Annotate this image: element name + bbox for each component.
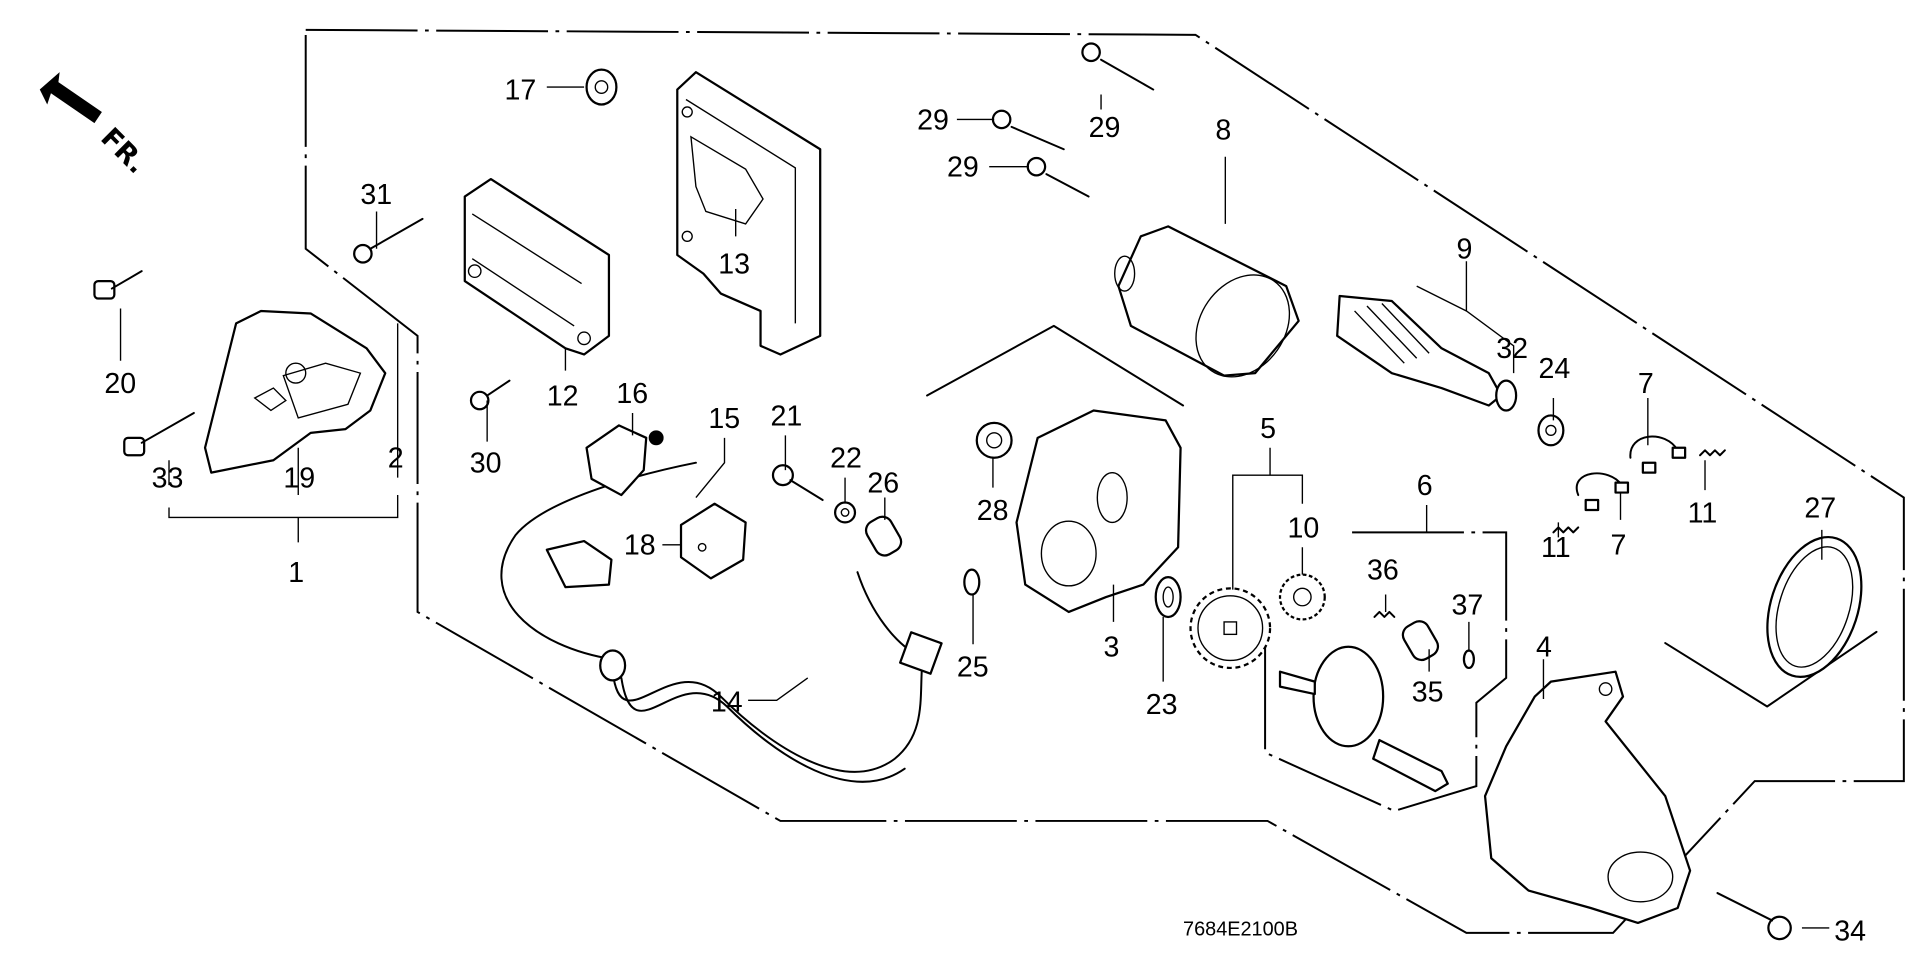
part-37-clip[interactable] [1462,649,1475,670]
part-4-front-cover[interactable] [1483,670,1692,925]
part-8-yoke[interactable] [1114,225,1309,395]
callout-31: 31 [360,179,392,211]
part-23-washer[interactable] [1154,576,1182,619]
part-30-screw[interactable] [469,379,511,411]
callout-19: 19 [283,463,315,495]
seal-group-outline [1664,630,1878,708]
part-16-switch[interactable] [585,424,664,497]
callout-28: 28 [977,495,1009,527]
part-18-rectifier[interactable] [679,502,747,580]
part-26-collar[interactable] [862,513,904,559]
callout-27: 27 [1804,492,1836,524]
callout-13: 13 [718,249,750,281]
diagram-code: 7684E2100B [1183,918,1298,940]
callout-10: 10 [1287,512,1319,544]
callout-15: 15 [708,403,740,435]
part-13-cover[interactable] [676,71,822,356]
part-29-bolt-c[interactable] [1026,156,1090,198]
part-29-bolt-b[interactable] [991,109,1065,151]
callout-20: 20 [104,368,136,400]
part-9-armature[interactable] [1336,294,1503,407]
part-20-bolt[interactable] [93,270,143,300]
part-7-brush-a[interactable] [1629,435,1687,474]
part-14-wire-harness[interactable] [500,461,943,783]
callout-35: 35 [1412,677,1444,709]
callout-17: 17 [505,74,537,106]
callout-18: 18 [624,530,656,562]
part-31-screw[interactable] [353,217,424,264]
callout-6: 6 [1417,470,1433,502]
callout-7a: 7 [1638,368,1654,400]
callout-29c: 29 [1089,112,1121,144]
callout-14: 14 [711,686,743,718]
part-22-washer[interactable] [833,501,857,524]
part-35-collar[interactable] [1399,618,1441,664]
cover-group-outline [926,324,1185,407]
callout-29b: 29 [947,152,979,184]
part-27-seal-ring[interactable] [1751,525,1878,689]
callout-22: 22 [830,443,862,475]
callout-labels: 1 2 3 4 5 6 7 7 8 9 10 11 11 12 13 14 15… [104,74,1866,947]
callout-5: 5 [1260,413,1276,445]
callout-2: 2 [388,443,404,475]
part-29-bolt-a[interactable] [1081,42,1155,91]
part-11-spring-a[interactable] [1699,449,1726,457]
part-32-circlip[interactable] [1495,379,1518,412]
callout-11a: 11 [1688,497,1718,529]
part-15-connector[interactable] [545,539,613,589]
part-12-cover[interactable] [463,177,611,356]
callout-36: 36 [1367,555,1399,587]
callout-29a: 29 [917,104,949,136]
part-24-washer[interactable] [1537,414,1565,447]
part-33-bolt[interactable] [123,411,195,457]
part-7-brush-b[interactable] [1575,472,1630,512]
callout-9: 9 [1456,234,1472,266]
part-3-end-cover[interactable] [1015,409,1182,614]
callout-16: 16 [616,378,648,410]
callout-25: 25 [957,652,989,684]
part-34-bolt[interactable] [1716,892,1792,941]
assembly-outline [304,28,1905,934]
part-28-bearing[interactable] [975,421,1013,459]
part-5-gear[interactable] [1189,587,1272,670]
callout-34: 34 [1834,915,1866,947]
callout-8: 8 [1215,114,1231,146]
part-21-bolt[interactable] [771,464,824,502]
callout-3: 3 [1104,632,1120,664]
part-17-grommet[interactable] [585,68,618,106]
part-10-gear[interactable] [1278,573,1326,621]
callout-1: 1 [288,557,304,589]
callout-32: 32 [1496,333,1528,365]
callout-7b: 7 [1611,530,1627,562]
callout-11b: 11 [1541,532,1571,564]
callout-12: 12 [547,380,579,412]
leader-lines [119,86,1830,929]
callout-23: 23 [1146,689,1178,721]
front-direction-label: FR. [94,122,152,180]
part-36-spring[interactable] [1373,610,1396,618]
part-6-pinion-shaft[interactable] [1278,645,1449,793]
part-19-bracket[interactable] [203,309,387,474]
callout-37: 37 [1451,589,1483,621]
callout-33: 33 [152,463,184,495]
callout-4: 4 [1536,632,1552,664]
pinion-group-outline [1264,531,1508,813]
part-11-spring-b[interactable] [1552,526,1580,534]
callout-24: 24 [1538,353,1570,385]
callout-26: 26 [867,468,899,500]
front-direction-arrow-icon: FR. [39,72,152,180]
callout-21: 21 [770,400,802,432]
part-25-washer[interactable] [963,568,981,596]
callout-30: 30 [470,448,502,480]
